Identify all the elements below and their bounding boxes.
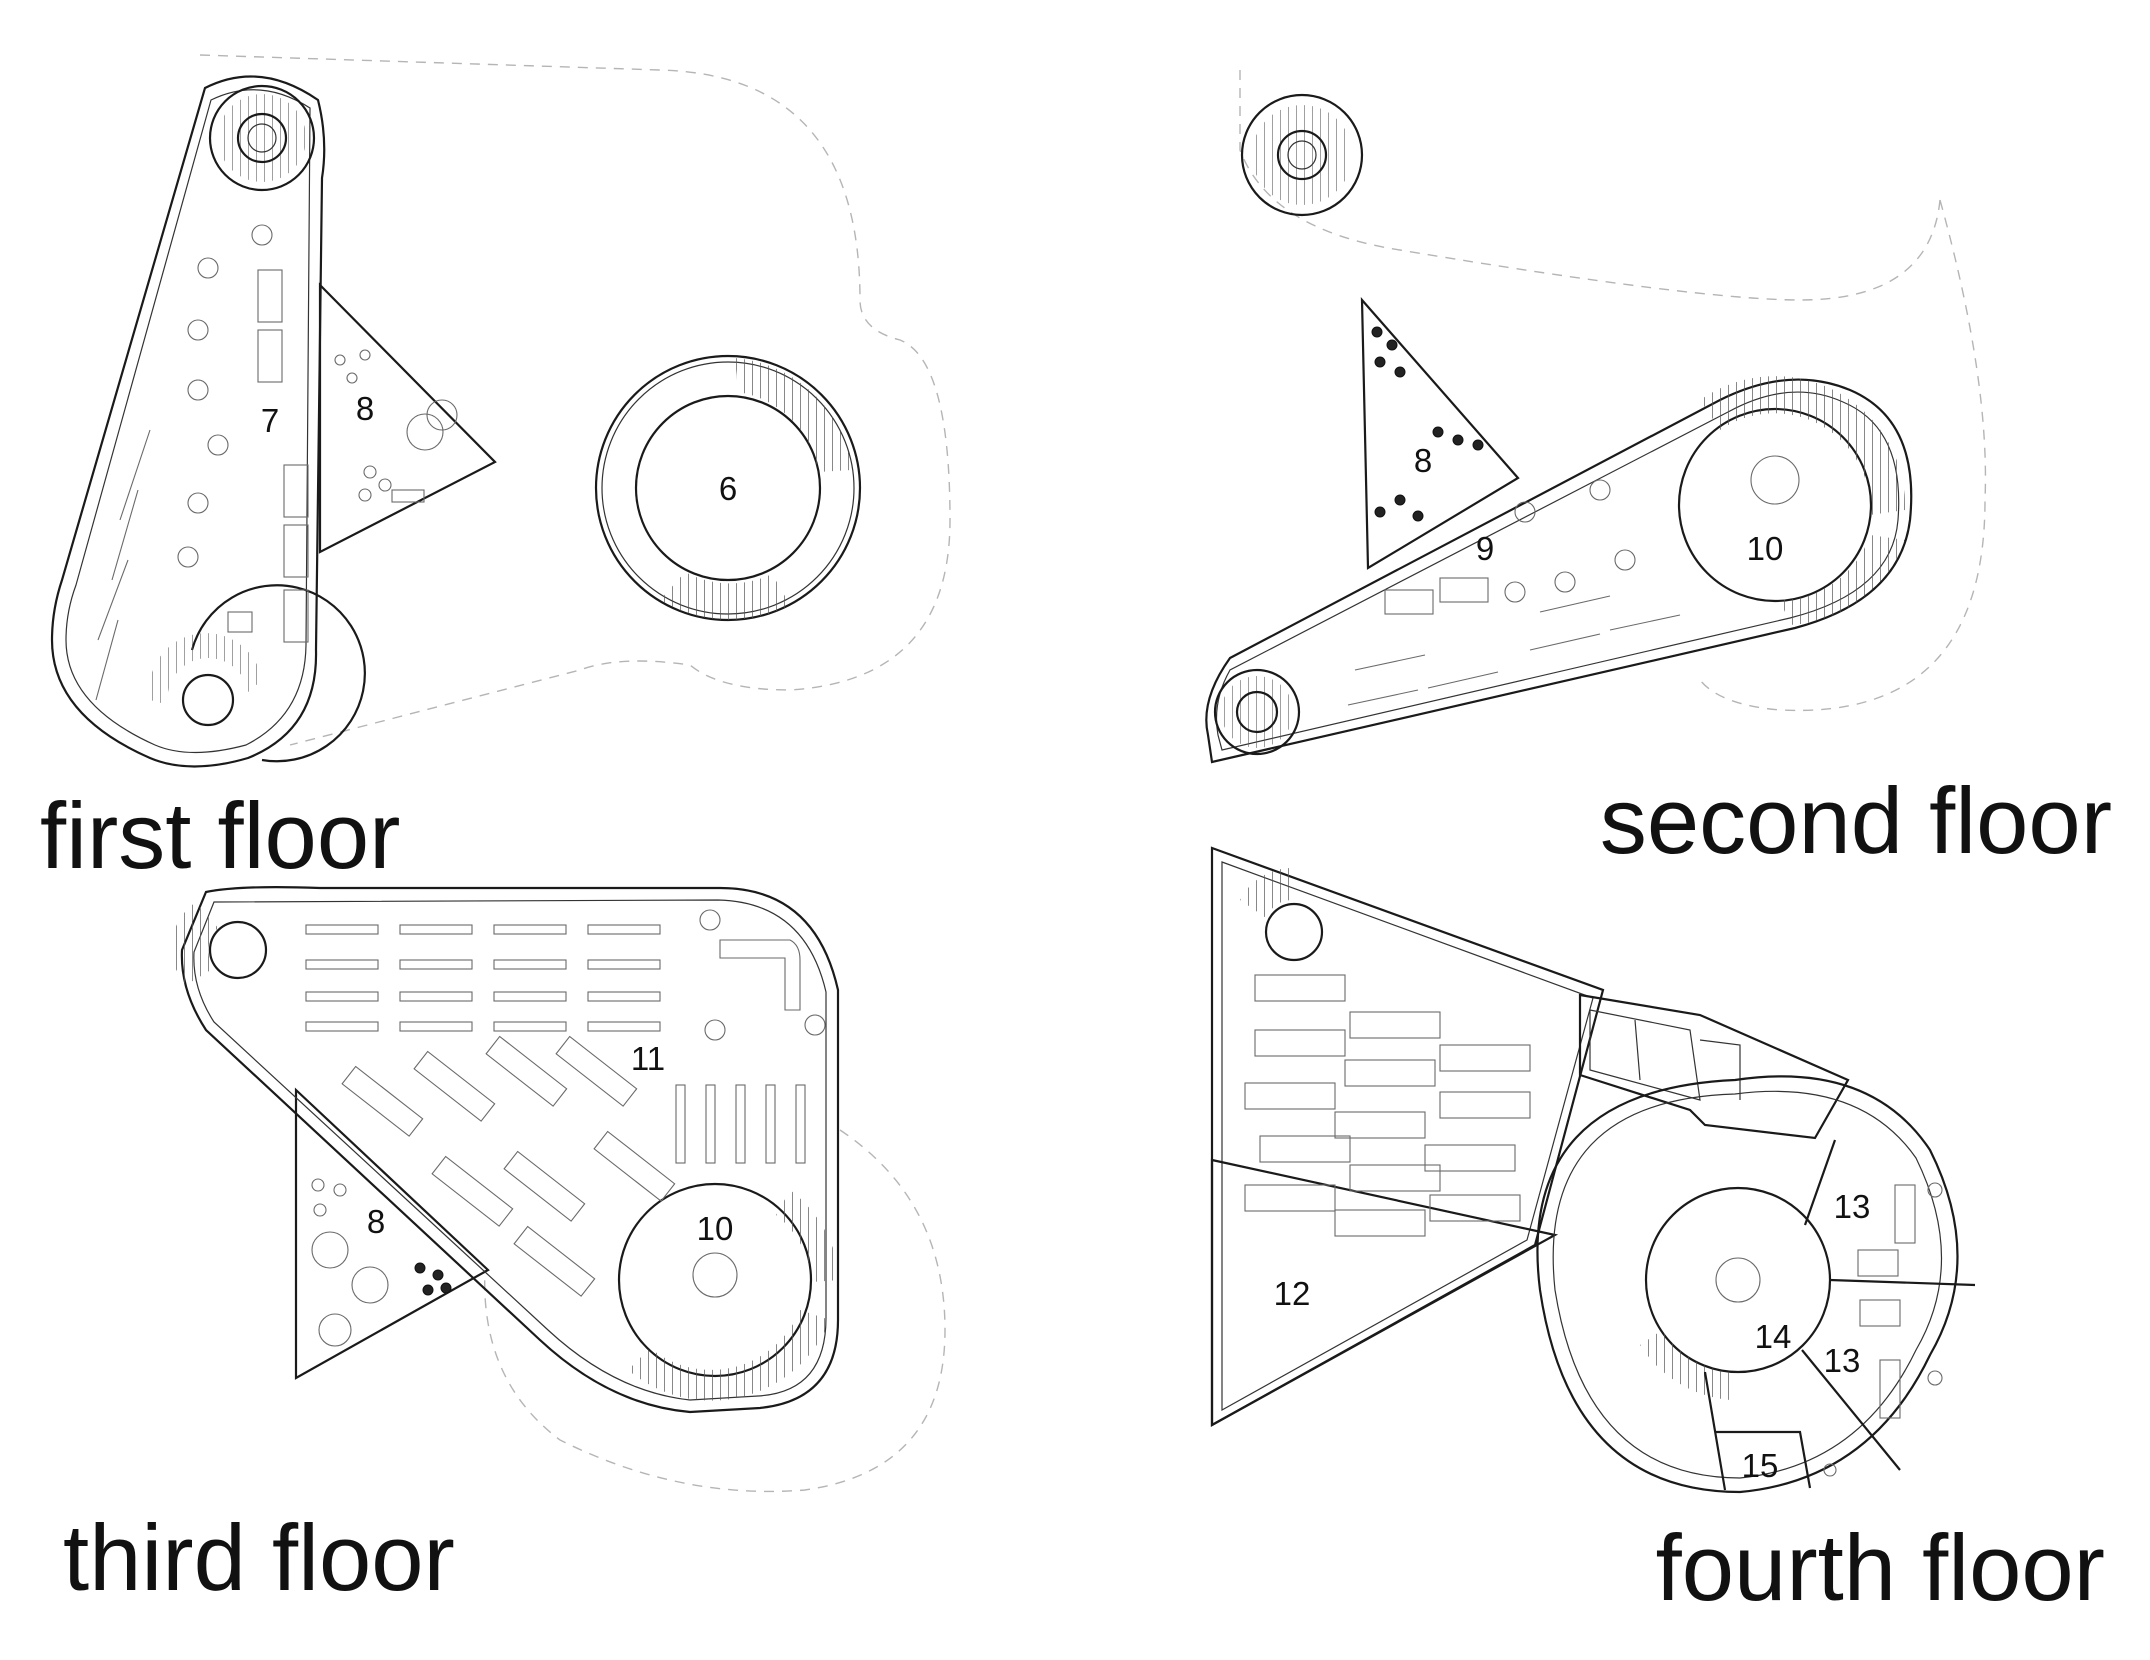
second-floor-plan: 8 9 10 second floor bbox=[1205, 70, 2112, 873]
room-10-label: 10 bbox=[697, 1210, 734, 1247]
first-floor-main-volume bbox=[50, 75, 326, 768]
first-floor-plan: 7 8 6 first floor bbox=[40, 54, 951, 888]
second-floor-stair-tower bbox=[1240, 93, 1364, 217]
fourth-floor-plan: 12 13 14 13 15 fourth floor bbox=[1210, 846, 2105, 1620]
third-floor-plants bbox=[311, 1178, 389, 1347]
third-floor-title: third floor bbox=[63, 1505, 455, 1610]
fourth-floor-desks bbox=[1823, 1182, 1943, 1477]
first-floor-garden-triangle bbox=[318, 282, 497, 554]
second-floor-tables bbox=[1384, 479, 1636, 615]
room-8-label: 8 bbox=[356, 390, 374, 427]
room-14-label: 14 bbox=[1755, 1318, 1792, 1355]
fourth-floor-stair bbox=[1264, 902, 1324, 962]
first-floor-plants bbox=[334, 349, 458, 503]
first-floor-title: first floor bbox=[40, 783, 400, 888]
fourth-floor-office-volume bbox=[1536, 1075, 1959, 1494]
room-7-label: 7 bbox=[261, 402, 279, 439]
fourth-floor-seating-rows bbox=[1244, 974, 1531, 1237]
first-floor-round-tower bbox=[594, 354, 862, 622]
fourth-floor-office-partitions bbox=[1703, 1139, 1976, 1491]
second-floor-dark-plants bbox=[1371, 326, 1484, 522]
second-floor-main-volume bbox=[1205, 378, 1913, 764]
room-10-label: 10 bbox=[1747, 530, 1784, 567]
room-11-label: 11 bbox=[631, 1040, 665, 1077]
first-floor-site-outline bbox=[199, 54, 951, 746]
fourth-floor-room-12 bbox=[1210, 1158, 1559, 1427]
first-floor-tables bbox=[177, 224, 273, 568]
second-floor-site-outline bbox=[1239, 70, 1987, 712]
third-floor-main-volume bbox=[180, 886, 840, 1414]
third-floor-plan: 11 8 10 third floor bbox=[63, 886, 946, 1610]
room-9-label: 9 bbox=[1476, 530, 1494, 567]
first-floor-shelves bbox=[95, 269, 309, 701]
third-floor-shelves bbox=[305, 924, 806, 1164]
third-floor-site-outline bbox=[484, 1129, 946, 1493]
third-floor-garden-triangle bbox=[294, 1087, 490, 1380]
room-8-label: 8 bbox=[1414, 442, 1432, 479]
fourth-floor-title: fourth floor bbox=[1656, 1515, 2105, 1620]
room-12-label: 12 bbox=[1274, 1275, 1311, 1312]
fourth-floor-service-core bbox=[1578, 993, 1850, 1140]
room-8-label: 8 bbox=[367, 1203, 385, 1240]
second-floor-shelves bbox=[1347, 595, 1681, 706]
room-6-label: 6 bbox=[719, 470, 737, 507]
second-floor-small-stair bbox=[1213, 668, 1301, 756]
room-13-label-lower: 13 bbox=[1824, 1342, 1861, 1379]
room-13-label-upper: 13 bbox=[1834, 1188, 1871, 1225]
room-15-label: 15 bbox=[1742, 1447, 1779, 1484]
second-floor-title: second floor bbox=[1600, 768, 2112, 873]
second-floor-garden-triangle bbox=[1360, 296, 1520, 570]
first-floor-top-stair bbox=[208, 84, 316, 192]
first-floor-bottom-stair bbox=[190, 584, 366, 763]
third-floor-study-tables bbox=[341, 909, 826, 1297]
third-floor-stair bbox=[208, 920, 268, 980]
fourth-floor-room-15 bbox=[1715, 1430, 1812, 1489]
fourth-floor-meeting-circle bbox=[1644, 1186, 1832, 1374]
